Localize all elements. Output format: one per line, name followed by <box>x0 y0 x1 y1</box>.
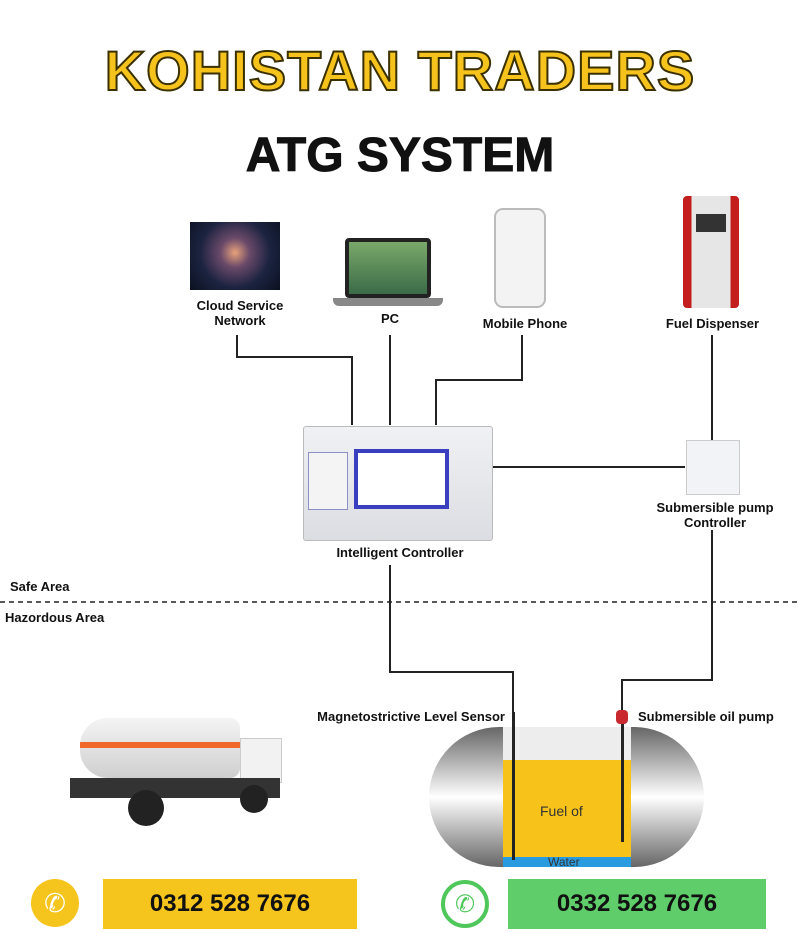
oil-pump-head <box>616 710 628 724</box>
truck-wheel <box>240 785 268 813</box>
hazardous-area-label: Hazordous Area <box>5 610 105 625</box>
oil-pump-pipe <box>621 712 624 842</box>
intelligent-controller-image <box>303 426 493 541</box>
controller-label: Intelligent Controller <box>336 545 464 560</box>
tanker-truck-image <box>80 718 240 778</box>
mobile-label: Mobile Phone <box>482 316 568 331</box>
sensor-label: Magnetostrictive Level Sensor <box>317 709 505 724</box>
page-title: ATG SYSTEM <box>245 129 555 183</box>
water-level <box>503 857 631 867</box>
truck-chassis <box>70 778 280 798</box>
phone-icon: ✆ <box>31 879 79 927</box>
level-sensor-probe <box>512 712 515 860</box>
fuel-label: Fuel of <box>540 803 583 819</box>
pump-controller-image <box>686 440 740 495</box>
truck-wheel <box>128 790 164 826</box>
dispenser-label: Fuel Dispenser <box>665 316 760 331</box>
whatsapp-icon: ✆ <box>441 880 489 928</box>
cloud-network-image <box>190 222 280 290</box>
laptop-image <box>345 238 431 298</box>
mobile-phone-image <box>494 208 546 308</box>
water-label: Water <box>548 855 580 869</box>
laptop-base <box>333 298 443 306</box>
oil-pump-label: Submersible oil pump <box>638 709 774 724</box>
safe-area-label: Safe Area <box>10 579 70 594</box>
pc-label: PC <box>380 311 400 326</box>
pump-controller-label: Submersible pump Controller <box>656 500 774 530</box>
whatsapp-number[interactable]: 0332 528 7676 <box>508 879 766 929</box>
phone-number[interactable]: 0312 528 7676 <box>103 879 357 929</box>
fuel-level <box>503 760 631 857</box>
brand-title: KOHISTAN TRADERS <box>104 38 696 103</box>
fuel-dispenser-image <box>683 196 739 308</box>
truck-cab <box>240 738 282 783</box>
cloud-label: Cloud Service Network <box>196 298 284 328</box>
